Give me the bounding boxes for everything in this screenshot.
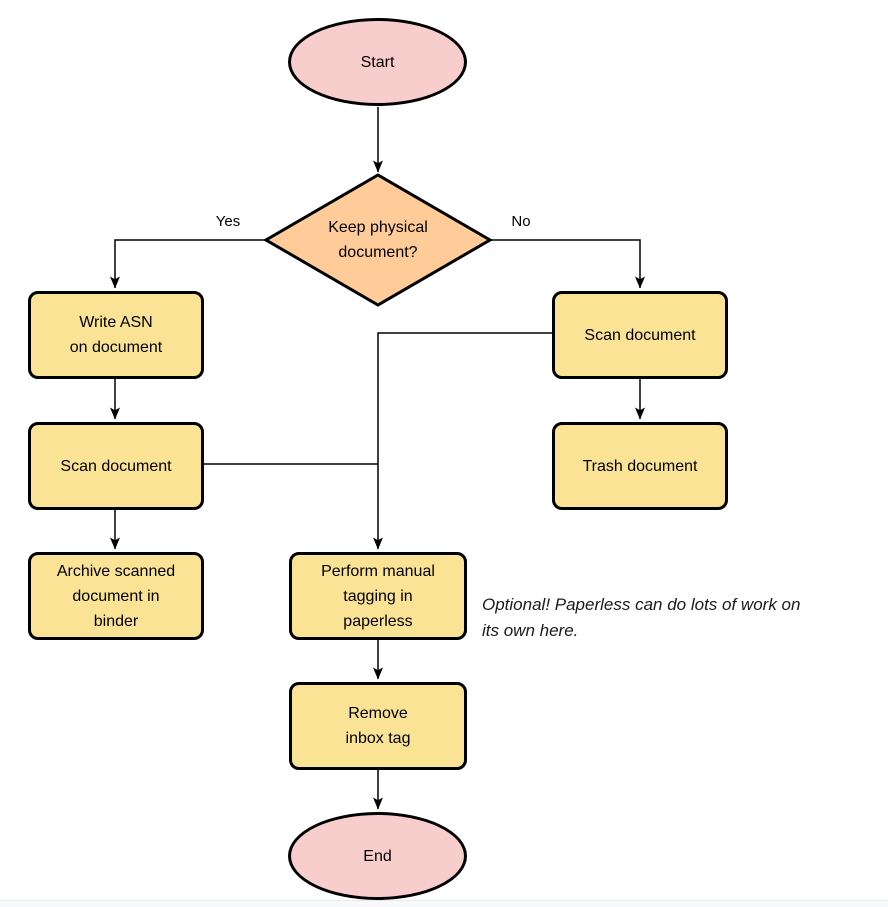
node-scan-document-left: Scan document: [28, 422, 204, 510]
node-archive-document: Archive scanned document in binder: [28, 552, 204, 640]
node-decision-label: Keep physical document?: [328, 219, 428, 261]
edge-label-yes: Yes: [215, 213, 241, 230]
bottom-edge-strip: [0, 900, 888, 907]
node-remove-inbox-tag: Remove inbox tag: [289, 682, 467, 770]
connector-scan-right-to-tagging: [373, 332, 552, 550]
node-write-asn: Write ASN on document: [28, 291, 204, 379]
node-trash-document: Trash document: [552, 422, 728, 510]
decision-diamond: [263, 173, 493, 307]
connector-decision-no-to-scan-right: [490, 239, 645, 289]
node-manual-tagging: Perform manual tagging in paperless: [289, 552, 467, 640]
node-start: Start: [288, 18, 467, 106]
note-optional: Optional! Paperless can do lots of work …: [482, 595, 801, 640]
node-end: End: [288, 812, 467, 900]
connector-decision-yes-to-write-asn: [110, 239, 266, 289]
node-scan-document-right: Scan document: [552, 291, 728, 379]
edge-label-no: No: [511, 213, 531, 230]
